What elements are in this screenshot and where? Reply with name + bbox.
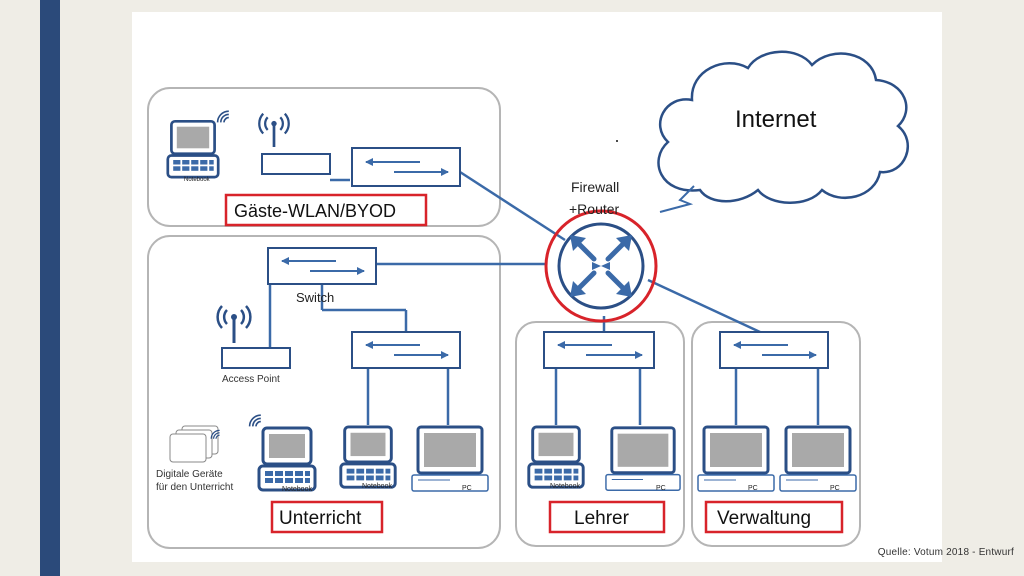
pc-icon-administration-2	[778, 425, 858, 493]
firewall-label-line2: +Router	[569, 201, 620, 217]
notebook-tag-teachers: Notebook	[550, 483, 580, 490]
router-icon	[557, 222, 645, 310]
wireless-wave-icon-guest	[216, 110, 230, 124]
zone-label-box-teachers	[548, 500, 666, 534]
stray-dot	[616, 140, 618, 142]
internet-link	[659, 185, 695, 213]
switch-classroom-sub	[351, 331, 461, 369]
notebook-tag-classroom-2: Notebook	[362, 483, 392, 490]
zone-label-box-administration	[704, 500, 844, 534]
antenna-icon-classroom	[215, 304, 253, 345]
access-point-classroom	[221, 347, 291, 369]
zone-administration	[691, 321, 861, 547]
zone-label-guest: Gäste-WLAN/BYOD	[234, 201, 396, 221]
firewall-highlight-ring	[544, 209, 658, 323]
pc-tag-classroom: PC	[462, 485, 472, 492]
zone-label-teachers: Lehrer	[574, 508, 630, 529]
digital-devices-icon	[169, 425, 219, 463]
digital-devices-label-line2: für den Unterricht	[156, 482, 233, 493]
notebook-tag-classroom-1: Notebook	[282, 486, 312, 493]
pc-tag-teachers: PC	[656, 485, 666, 492]
pc-icon-classroom	[410, 425, 490, 493]
pc-icon-teachers	[604, 426, 682, 492]
left-accent-bar	[40, 0, 60, 576]
zone-classroom	[147, 235, 501, 549]
notebook-icon-classroom-2	[339, 425, 397, 489]
zone-label-classroom: Unterricht	[279, 508, 362, 529]
pc-tag-administration-2: PC	[830, 485, 840, 492]
internet-cloud	[657, 50, 909, 204]
notebook-tag-guest: Notebook	[184, 177, 211, 183]
access-point-label: Access Point	[222, 374, 280, 385]
pc-tag-administration-1: PC	[748, 485, 758, 492]
switch-classroom-main	[267, 247, 377, 285]
digital-devices-label-line1: Digitale Geräte	[156, 469, 223, 480]
wireless-wave-icon-classroom	[248, 414, 262, 428]
notebook-icon-teachers	[527, 425, 585, 489]
switch-guest	[351, 147, 461, 187]
switch-label: Switch	[296, 290, 334, 305]
switch-administration	[719, 331, 829, 369]
firewall-label-line1: Firewall	[571, 179, 619, 195]
zone-label-administration: Verwaltung	[717, 508, 811, 529]
notebook-icon-guest	[166, 119, 220, 179]
access-point-guest	[261, 153, 331, 175]
pc-icon-administration-1	[696, 425, 776, 493]
zone-label-box-classroom	[270, 500, 384, 534]
antenna-icon-guest	[257, 111, 291, 149]
connection-lines	[268, 170, 820, 425]
internet-label: Internet	[735, 106, 817, 133]
source-caption: Quelle: Votum 2018 - Entwurf	[877, 547, 1014, 558]
notebook-icon-classroom-1	[257, 426, 317, 492]
zone-label-box-guest	[224, 193, 428, 227]
switch-teachers	[543, 331, 655, 369]
